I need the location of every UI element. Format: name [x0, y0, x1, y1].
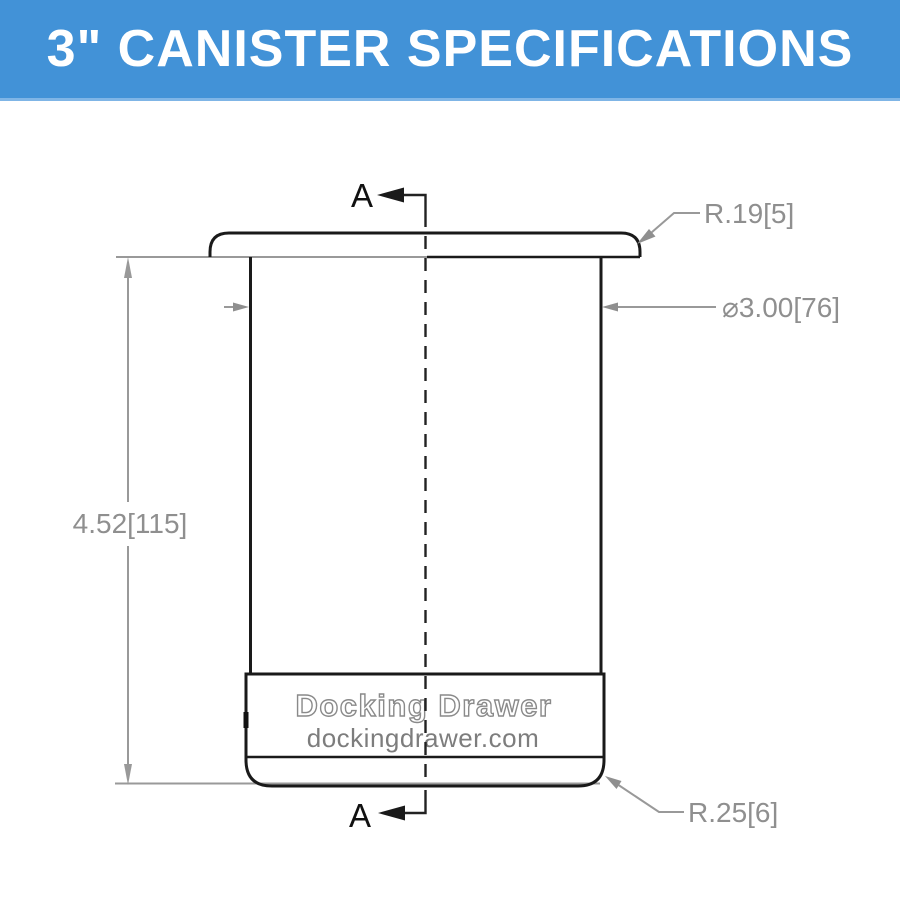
section-label-bottom: A	[349, 797, 371, 834]
diameter-dimension: ⌀3.00[76]	[224, 292, 840, 323]
base-box-outline	[244, 672, 606, 788]
logo-website: dockingdrawer.com	[307, 723, 540, 753]
canister-outline	[208, 231, 642, 788]
diameter-left-arrow	[233, 302, 249, 312]
flange-outline	[208, 231, 642, 257]
section-marker-bottom-arrow	[378, 805, 405, 821]
extension-lines	[115, 255, 640, 785]
section-marker-top-arrow	[377, 187, 404, 203]
section-label-top: A	[351, 177, 373, 214]
flange-radius-arrow	[637, 229, 656, 244]
bottom-radius-label: R.25[6]	[688, 797, 778, 828]
left-tab-detail	[243, 712, 249, 728]
diameter-right-arrow	[602, 302, 618, 312]
page-title: 3" CANISTER SPECIFICATIONS	[46, 20, 854, 78]
bottom-radius-arrow	[605, 776, 622, 789]
bottom-radius-leader	[610, 779, 684, 813]
flange-radius-label: R.19[5]	[704, 198, 794, 229]
flange-radius-dimension: R.19[5]	[637, 198, 794, 244]
height-arrow-up	[124, 257, 132, 278]
section-marker-top-elbow	[402, 193, 427, 214]
height-dim-label: 4.52[115]	[73, 508, 188, 539]
logo-block: Docking Drawer dockingdrawer.com	[295, 687, 552, 753]
bottom-radius-dimension: R.25[6]	[605, 776, 778, 828]
section-line: A A	[349, 177, 427, 834]
logo-wordmark: Docking Drawer	[295, 688, 552, 723]
height-arrow-down	[124, 764, 132, 785]
section-marker-bottom-elbow	[403, 790, 427, 815]
title-bar: 3" CANISTER SPECIFICATIONS	[0, 0, 900, 101]
diameter-dim-label: ⌀3.00[76]	[722, 292, 840, 323]
flange-radius-leader	[643, 212, 700, 240]
height-dimension: 4.52[115]	[73, 257, 188, 785]
